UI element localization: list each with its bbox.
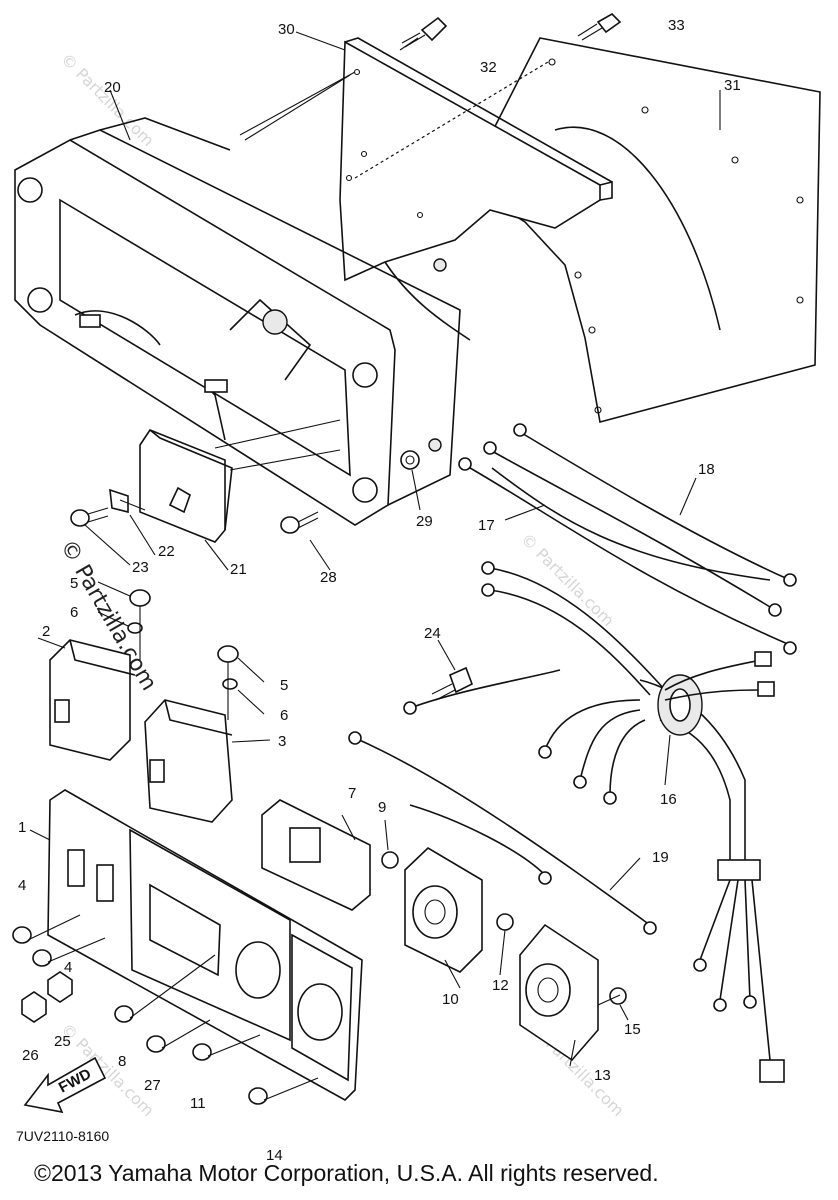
callout-1: 1: [18, 819, 26, 836]
screws-5-6: [127, 589, 239, 720]
callout-31: 31: [724, 77, 741, 94]
callout-18: 18: [698, 461, 715, 478]
part-1-panel: [47, 789, 363, 1101]
callout-27: 27: [144, 1077, 161, 1094]
part-16-harness: [481, 561, 785, 1083]
callout-14: 14: [266, 1147, 283, 1164]
callout-23: 23: [132, 559, 149, 576]
callout-6b: 6: [280, 707, 288, 724]
part-23-screw: [70, 507, 109, 527]
callout-25: 25: [54, 1033, 71, 1050]
wire-19: [348, 669, 657, 935]
callout-13: 13: [594, 1067, 611, 1084]
callout-labels: 1 2 3 4 4 5 5 6 6 7 8 9 10 11 12 13 14 1…: [18, 17, 741, 1164]
watermark: © Partzilla.com: [57, 1019, 158, 1120]
part-21-block: [139, 429, 233, 543]
part-7-receptacle: [261, 799, 371, 911]
callout-20: 20: [104, 79, 121, 96]
leader-lines: [27, 31, 721, 1101]
part-31-back-plate: [452, 37, 821, 423]
callout-9: 9: [378, 799, 386, 816]
callout-33: 33: [668, 17, 685, 34]
callout-24: 24: [424, 625, 441, 642]
callout-15: 15: [624, 1021, 641, 1038]
callout-5b: 5: [280, 677, 288, 694]
part-3-breaker: [144, 699, 233, 823]
part-13-receptacle: [519, 923, 599, 1062]
fwd-arrow: FWD: [23, 1056, 107, 1114]
callout-4b: 4: [64, 959, 72, 976]
callout-16: 16: [660, 791, 677, 808]
part-2-breaker: [49, 639, 136, 761]
callout-6a: 6: [70, 604, 78, 621]
part-28-screw: [280, 511, 319, 534]
callout-7: 7: [348, 785, 356, 802]
callout-30: 30: [278, 21, 295, 38]
callout-19: 19: [652, 849, 669, 866]
watermark: © Partzilla.com: [517, 529, 618, 630]
watermark: © Partzilla.com: [57, 49, 158, 150]
copyright-notice: ©2013 Yamaha Motor Corporation, U.S.A. A…: [34, 1160, 659, 1186]
callout-12: 12: [492, 977, 509, 994]
callout-8: 8: [118, 1053, 126, 1070]
callout-28: 28: [320, 569, 337, 586]
callout-11: 11: [190, 1095, 206, 1112]
screw-32: [399, 16, 448, 51]
callout-22: 22: [158, 543, 175, 560]
screw-33: [577, 13, 622, 41]
part-29-nut: [400, 450, 420, 470]
part-24-bolt: [431, 666, 474, 701]
callout-17: 17: [478, 517, 495, 534]
callout-32: 32: [480, 59, 497, 76]
part-22-clip: [109, 488, 146, 514]
wires-17-18: [458, 423, 797, 655]
callout-29: 29: [416, 513, 433, 530]
part-30-mounting-plate: [339, 37, 613, 341]
callout-10: 10: [442, 991, 459, 1008]
callout-21: 21: [230, 561, 247, 578]
bottom-fasteners: [12, 851, 627, 1105]
callout-5a: 5: [70, 575, 78, 592]
part-10-receptacle: [404, 847, 483, 973]
callout-3: 3: [278, 733, 286, 750]
callout-4a: 4: [18, 877, 26, 894]
callout-26: 26: [22, 1047, 39, 1064]
drawing-code: 7UV2110-8160: [16, 1128, 110, 1144]
callout-2: 2: [42, 623, 50, 640]
